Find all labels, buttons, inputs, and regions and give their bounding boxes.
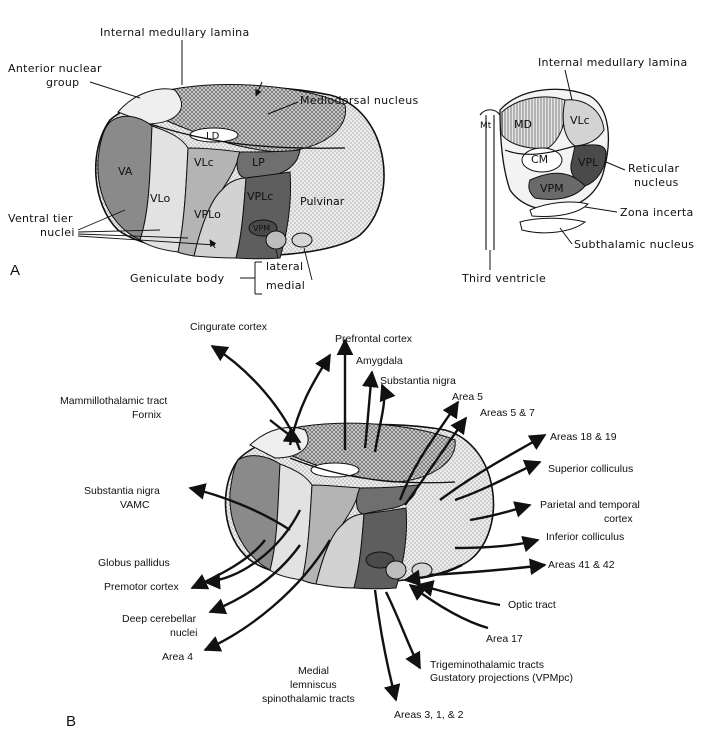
label-cingulate-cortex: Cingurate cortex	[190, 321, 268, 333]
label-parietal-temporal-1: Parietal and temporal	[540, 499, 640, 511]
label-anterior-nuclear-2: group	[46, 76, 79, 89]
label-vlc: VLc	[194, 156, 214, 169]
label-prefrontal-cortex: Prefrontal cortex	[335, 333, 413, 345]
section-vlc	[562, 99, 605, 147]
label-trigeminothalamic: Trigeminothalamic tracts	[430, 659, 544, 671]
label-substantia-nigra-vamc-1: Substantia nigra	[84, 485, 160, 497]
label-ventral-tier-1: Ventral tier	[8, 212, 73, 225]
label-area17: Area 17	[486, 633, 523, 645]
va-region-b	[229, 455, 281, 571]
label-deep-cerebellar-1: Deep cerebellar	[122, 613, 197, 625]
label-pulvinar: Pulvinar	[300, 195, 345, 208]
anterior-nuclear-region-a	[117, 88, 182, 125]
label-internal-medullary-lamina: Internal medullary lamina	[100, 26, 250, 39]
label-globus-pallidus: Globus pallidus	[98, 557, 170, 569]
label-medial-lemniscus-2: lemniscus	[290, 679, 337, 691]
label-optic-tract: Optic tract	[508, 599, 556, 611]
label-inferior-colliculus: Inferior colliculus	[546, 531, 624, 543]
label-lateral: lateral	[266, 260, 303, 273]
label-vplc: VPLc	[247, 190, 273, 203]
label-substantia-nigra-vamc-2: VAMC	[120, 499, 150, 511]
panel-a-coronal-section: MD VLc CM VPL VPM Mt Internal medullary …	[461, 56, 694, 285]
panel-a-tag: A	[10, 262, 20, 279]
label-lp: LP	[252, 156, 265, 169]
section-label-zona-incerta: Zona incerta	[620, 206, 694, 219]
projection-arrows	[188, 338, 547, 702]
section-label-subthalamic: Subthalamic nucleus	[574, 238, 694, 251]
label-ld: LD	[206, 131, 220, 142]
vpm-region-a	[248, 219, 278, 237]
section-label-cm: CM	[531, 153, 548, 166]
label-areas41-42: Areas 41 & 42	[548, 559, 615, 571]
label-geniculate-body: Geniculate body	[130, 272, 225, 285]
section-label-third-ventricle: Third ventricle	[461, 272, 546, 285]
section-label-vlc: VLc	[570, 114, 590, 127]
section-label-md: MD	[514, 118, 532, 131]
label-gustatory: Gustatory projections (VPMpc)	[430, 672, 573, 684]
label-vlo: VLo	[150, 192, 170, 205]
label-substantia-nigra-top: Substantia nigra	[380, 375, 456, 387]
medial-geniculate-a	[291, 232, 313, 248]
label-mammillothalamic-1: Mammillothalamic tract	[60, 395, 167, 407]
label-premotor-cortex: Premotor cortex	[104, 581, 179, 593]
label-medial-lemniscus-3: spinothalamic tracts	[262, 693, 355, 705]
section-md	[501, 96, 567, 149]
label-vpm: VPM	[253, 224, 270, 233]
label-va: VA	[118, 165, 133, 178]
label-areas3-1-2: Areas 3, 1, & 2	[394, 709, 464, 721]
lateral-geniculate-a	[265, 230, 287, 250]
panel-b-thalamus: Cingurate cortex Prefrontal cortex Amygd…	[60, 321, 640, 730]
section-vpm	[528, 172, 586, 200]
label-amygdala: Amygdala	[356, 355, 403, 367]
label-mammillothalamic-2: Fornix	[132, 409, 162, 421]
section-label-vpm: VPM	[540, 182, 564, 195]
label-areas5-7: Areas 5 & 7	[480, 407, 535, 419]
section-vpl	[570, 144, 607, 187]
label-vplo: VPLo	[194, 208, 221, 221]
label-medial-lemniscus-1: Medial	[298, 665, 329, 677]
section-label-vpl: VPL	[578, 156, 599, 169]
label-area4: Area 4	[162, 651, 193, 663]
label-medial: medial	[266, 279, 305, 292]
label-anterior-nuclear-1: Anterior nuclear	[8, 62, 102, 75]
panel-a-thalamus: VA VLo VLc LP LD VPLo VPLc VPM Pulvinar …	[8, 26, 419, 295]
label-superior-colliculus: Superior colliculus	[548, 463, 633, 475]
section-label-mt: Mt	[480, 121, 492, 131]
panel-b-tag: B	[66, 713, 76, 730]
va-region-a	[97, 115, 153, 241]
section-label-reticular-2: nucleus	[634, 176, 679, 189]
section-label-reticular-1: Reticular	[628, 162, 680, 175]
label-parietal-temporal-2: cortex	[604, 513, 633, 525]
label-mediodorsal: Mediodorsal nucleus	[300, 94, 419, 107]
label-area5: Area 5	[452, 391, 483, 403]
label-areas18-19: Areas 18 & 19	[550, 431, 617, 443]
section-label-internal-lamina: Internal medullary lamina	[538, 56, 688, 69]
label-deep-cerebellar-2: nuclei	[170, 627, 197, 639]
label-ventral-tier-2: nuclei	[40, 226, 75, 239]
